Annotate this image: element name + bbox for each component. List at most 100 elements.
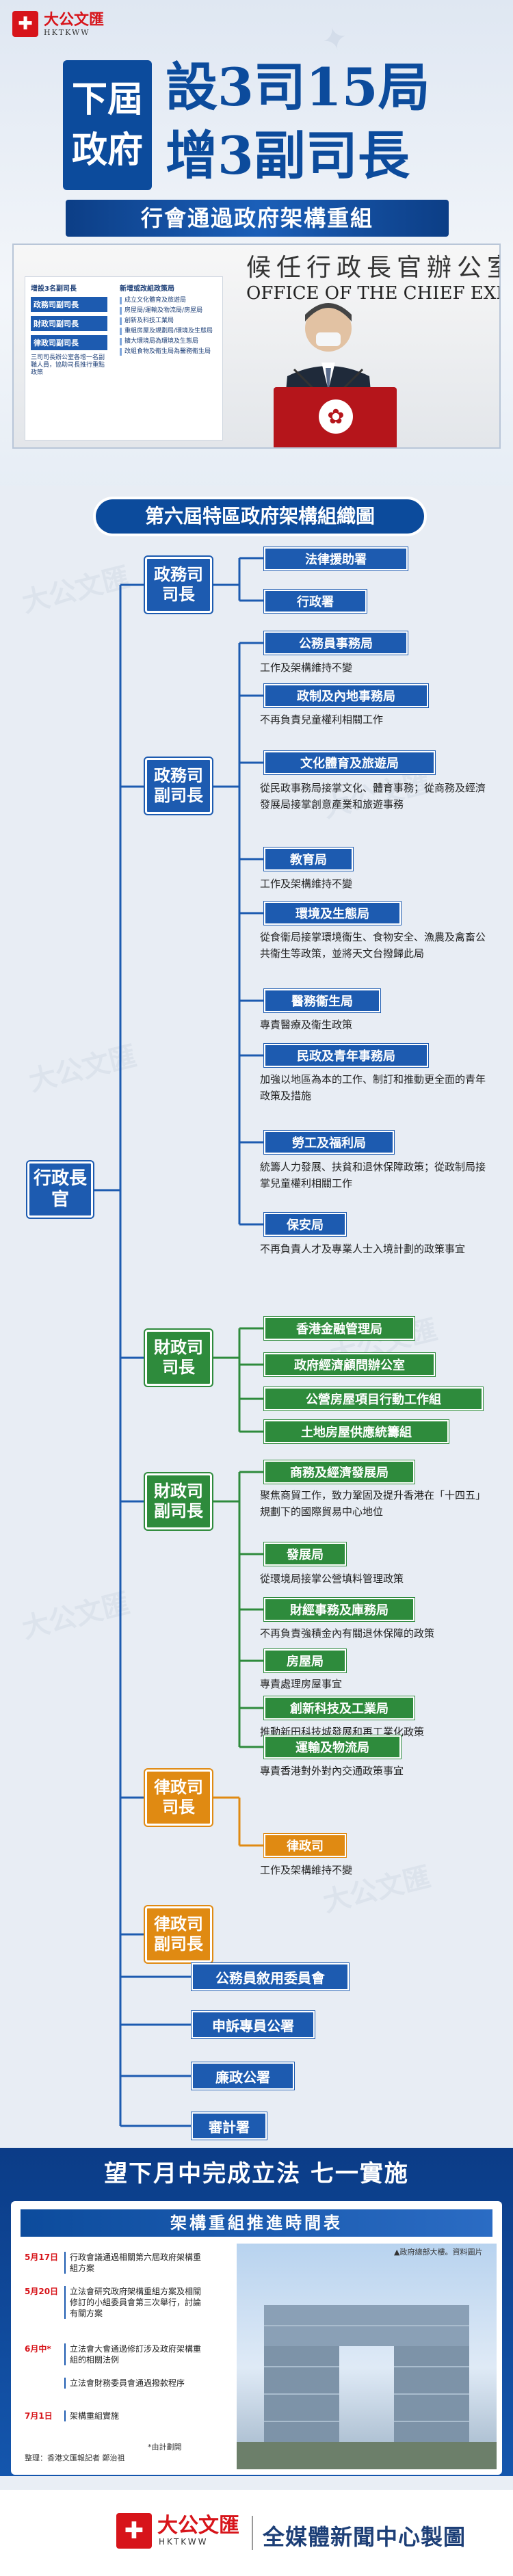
bureau-constitutional: 政制及內地事務局 xyxy=(264,684,428,707)
timeline-text: 立法會研究政府架構重組方案及相關修訂的小組委員會第三次舉行，討論有關方案 xyxy=(64,2286,208,2319)
chief-secretary-node: 政務司司長 xyxy=(145,557,212,613)
footer-divider xyxy=(252,2516,253,2550)
bureau-innovation-technology-industry: 創新科技及工業局 xyxy=(264,1696,415,1720)
bureau-desc: 不再負責強積金內有關退休保障的政策 xyxy=(260,1627,435,1640)
bureau-housing: 房屋局 xyxy=(264,1649,346,1672)
restructure-summary-card: 增設3名副司長 政務司副司長 財政司副司長 律政司副司長 三司司長辦公室各增一名… xyxy=(25,276,223,441)
press-photo: 候任行政長官辦公室 OFFICE OF THE CHIEF EXECUTIVE-… xyxy=(12,244,501,449)
bureau-development: 發展局 xyxy=(264,1542,346,1566)
bureau-commerce-economic: 商務及經濟發展局 xyxy=(264,1460,415,1484)
bureau-desc: 工作及架構維持不變 xyxy=(260,661,353,674)
bureau-desc: 從民政事務局接掌文化、體育事務；從商務及經濟發展局接掌創意產業和旅遊事務 xyxy=(260,782,486,811)
headline-right: 設3司15局 增3副司長 xyxy=(166,53,430,190)
government-hq-building-icon xyxy=(237,2305,497,2469)
footer-brand-en: HKTKWW xyxy=(159,2537,209,2547)
inset-left-note: 三司司長辦公室各增一名副職人員，協助司長推行重點政策 xyxy=(31,354,105,376)
bureau-civil-service: 公務員事務局 xyxy=(264,631,408,655)
unit-hkma: 香港金融管理局 xyxy=(264,1317,415,1340)
chief-executive-node: 行政長官 xyxy=(27,1161,93,1218)
timeline-credit-line: 整理：香港文匯報記者 鄭治祖 xyxy=(25,2454,125,2462)
brand-logo: ✚ 大公文匯 HKTKWW xyxy=(12,11,104,37)
unit-ombudsman: 申訴專員公署 xyxy=(192,2011,315,2038)
bureau-desc: 從食衞局接掌環境衞生、食物安全、漁農及禽畜公共衞生等政策，並將天文台撥歸此局 xyxy=(260,931,486,960)
timeline-date: 6月中* xyxy=(25,2344,51,2354)
footer: ✚ 大公文匯 HKTKWW 全媒體新聞中心製圖 xyxy=(0,2490,513,2576)
headline-right-line2: 增3副司長 xyxy=(166,125,410,186)
watermark: 大公文匯 xyxy=(25,1040,140,1098)
secretary-for-justice-node: 律政司司長 xyxy=(145,1770,212,1826)
timeline-footnote: *由計劃開 xyxy=(148,2443,182,2452)
bureau-desc: 統籌人力發展、扶貧和退休保障政策；從政制局接掌兒童權利相關工作 xyxy=(260,1161,486,1190)
bureau-desc: 從環境局接掌公營填料管理政策 xyxy=(260,1573,404,1585)
unit-economist-office: 政府經濟顧問辦公室 xyxy=(264,1353,435,1376)
bureau-desc: 聚焦商貿工作，致力鞏固及提升香港在「十四五」規劃下的國際貿易中心地位 xyxy=(260,1489,486,1518)
financial-secretary-node: 財政司司長 xyxy=(145,1330,212,1386)
timeline-heading: 架構重組推進時間表 xyxy=(21,2209,492,2237)
bureau-desc: 不再負責人才及專業人士入境計劃的政策事宜 xyxy=(260,1243,466,1255)
bureau-desc: 專責處理房屋事宜 xyxy=(260,1678,343,1690)
timeline-card: 架構重組推進時間表 5月17日 行政會議通過相關第六屆政府架構重組方案 5月20… xyxy=(11,2201,502,2475)
unit-legal-aid: 法律援助署 xyxy=(264,547,408,570)
deputy-secretary-for-justice-node: 律政司副司長 xyxy=(145,1906,212,1962)
inset-left-heading: 增設3名副司長 xyxy=(31,285,77,293)
timeline-date: 5月20日 xyxy=(25,2287,59,2296)
unit-icac: 廉政公署 xyxy=(192,2062,294,2090)
bureau-desc: 專責香港對外對內交通政策事宜 xyxy=(260,1765,404,1777)
unit-admin-wing: 行政署 xyxy=(264,590,367,613)
bureau-desc: 工作及架構維持不變 xyxy=(260,878,353,890)
government-hq-photo xyxy=(237,2244,497,2469)
inset-right-heading: 新增或改組政策局 xyxy=(120,285,174,293)
bureau-financial-services-treasury: 財經事務及庫務局 xyxy=(264,1598,415,1621)
timeline-credit: *由計劃開 整理：香港文匯報記者 鄭治祖 xyxy=(25,2442,182,2464)
bureau-labour-welfare: 勞工及福利局 xyxy=(264,1131,394,1154)
watermark: 大公文匯 xyxy=(18,562,133,619)
bureau-culture-sports-tourism: 文化體育及旅遊局 xyxy=(264,751,435,774)
watermark: 大公文匯 xyxy=(18,1588,133,1645)
brand-name-en: HKTKWW xyxy=(44,27,90,37)
org-chart-background: 大公文匯 大公文匯 大公文匯 大公文匯 大公文匯 大公文匯 xyxy=(0,486,513,2148)
unit-audit-commission: 審計署 xyxy=(192,2112,267,2140)
bureau-education: 教育局 xyxy=(264,847,353,871)
bureau-desc: 推動新田科技城發展和再工業化政策 xyxy=(260,1726,425,1738)
office-sign-en: OFFICE OF THE CHIEF EXECUTIVE-ELECT xyxy=(246,283,499,304)
footer-credit: 全媒體新聞中心製圖 xyxy=(263,2524,466,2550)
org-chart-title: 第六屆特區政府架構組織圖 xyxy=(96,499,424,534)
bureau-transport-logistics: 運輸及物流局 xyxy=(264,1735,401,1759)
inset-line: 房屋局/運輸及物流局/房屋局 xyxy=(120,307,220,315)
inset-box-dcs: 政務司副司長 xyxy=(31,297,107,312)
timeline-date: 7月1日 xyxy=(25,2411,53,2421)
brand-name-cn: 大公文匯 xyxy=(44,10,105,29)
inset-line: 改組食物及衞生局為醫務衞生局 xyxy=(120,348,220,356)
footer-brand-cn: 大公文匯 xyxy=(157,2514,239,2538)
photo-caption: ▲政府總部大樓。資料圖片 xyxy=(394,2248,483,2257)
headline-right-line1: 設3司15局 xyxy=(166,57,430,118)
footer-logo: ✚ 大公文匯 HKTKWW xyxy=(116,2513,239,2549)
headline-left: 下屆 政府 xyxy=(63,60,152,190)
brand-mark-icon: ✚ xyxy=(12,11,38,37)
office-sign-cn: 候任行政長官辦公室 xyxy=(246,254,501,282)
header-banner: ✦ ✚ 大公文匯 HKTKWW 下屆 政府 設3司15局 增3副司長 行會通過政… xyxy=(0,0,513,492)
inset-line: 重組房屋及規劃局/環境及生態局 xyxy=(120,328,220,335)
timeline-text: 立法會財務委員會通過撥款程序 xyxy=(64,2378,208,2389)
timeline-text: 行政會議通過相關第六屆政府架構重組方案 xyxy=(64,2252,208,2274)
inset-line: 成立文化體育及旅遊局 xyxy=(120,297,220,304)
headline-left-line2: 政府 xyxy=(71,129,143,171)
timeline-banner: 望下月中完成立法 七一實施 xyxy=(104,2160,409,2187)
timeline-text: 架構重組實施 xyxy=(64,2410,208,2421)
deputy-chief-secretary-node: 政務司副司長 xyxy=(145,758,212,814)
brand-mark-icon: ✚ xyxy=(116,2513,152,2549)
unit-public-service-commission: 公務員敘用委員會 xyxy=(192,1963,349,1990)
deputy-financial-secretary-node: 財政司副司長 xyxy=(145,1473,212,1529)
headline-left-line1: 下屆 xyxy=(71,79,143,120)
timeline-text: 立法會大會通過修訂涉及政府架構重組的相關法例 xyxy=(64,2343,208,2365)
inset-box-dfs: 財政司副司長 xyxy=(31,316,107,331)
inset-box-dsj: 律政司副司長 xyxy=(31,335,107,350)
bureau-desc: 加強以地區為本的工作、制訂和推動更全面的青年政策及措施 xyxy=(260,1073,486,1102)
unit-department-of-justice: 律政司 xyxy=(264,1834,346,1857)
timeline-date: 5月17日 xyxy=(25,2252,59,2262)
bureau-health: 醫務衞生局 xyxy=(264,989,380,1012)
inset-line: 創新及科技工業局 xyxy=(120,317,220,325)
bureau-security: 保安局 xyxy=(264,1213,346,1236)
bureau-desc: 工作及架構維持不變 xyxy=(260,1864,353,1876)
unit-public-housing-taskforce: 公營房屋項目行動工作組 xyxy=(264,1387,483,1410)
